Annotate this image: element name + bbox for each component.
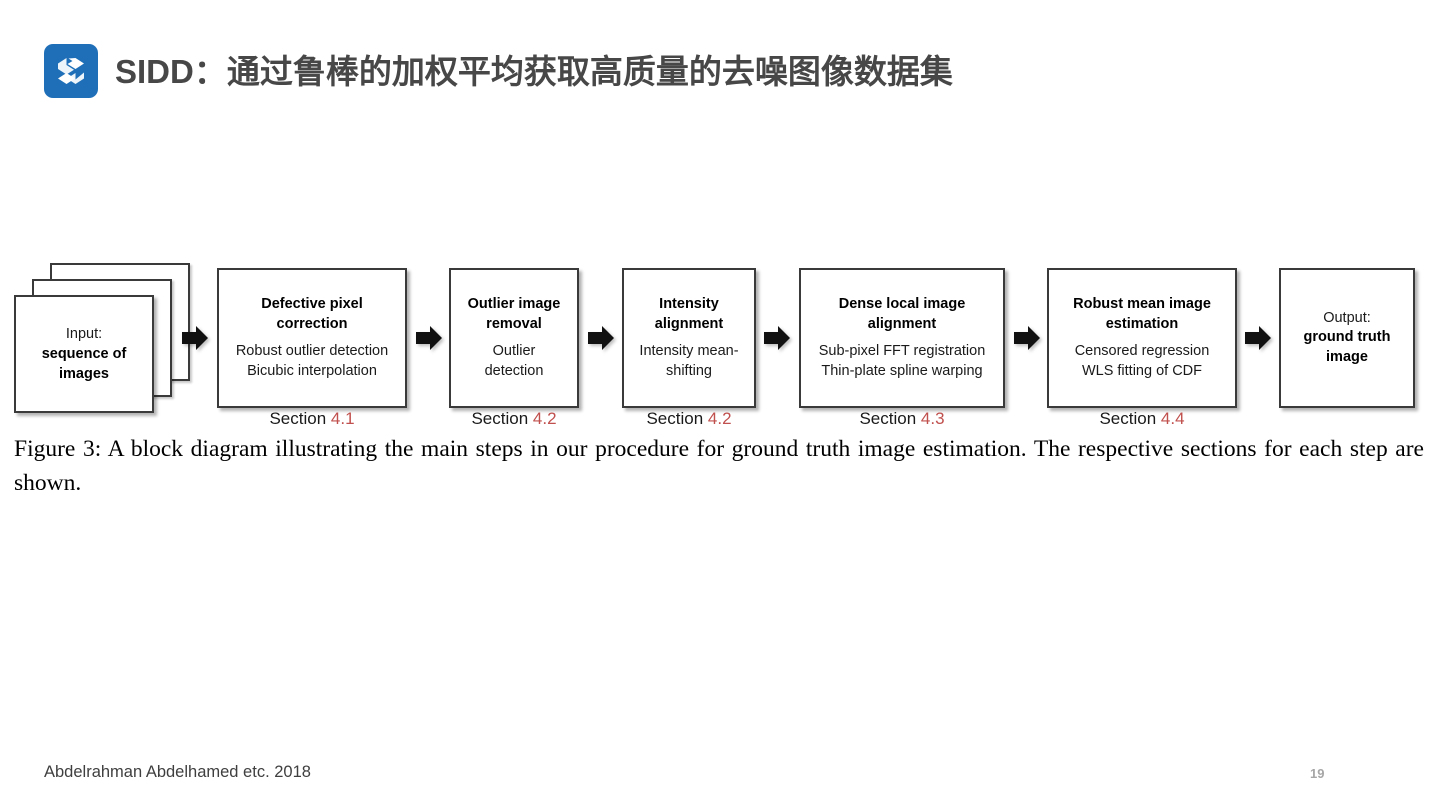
section-label-4: Section 4.3 (799, 409, 1005, 429)
process-sub-line2: shifting (666, 362, 712, 379)
right-block-arrow-icon-1 (180, 323, 210, 353)
process-sub-line1: Sub-pixel FFT registration (818, 343, 986, 359)
section-number: 4.4 (1160, 409, 1185, 428)
process-box-dense-local-image-alignment: Dense local image alignment Sub-pixel FF… (799, 268, 1005, 408)
section-number: 4.3 (920, 409, 945, 428)
process-box-title: Outlier image removal (468, 295, 561, 334)
section-word: Section (1099, 409, 1157, 428)
section-word: Section (471, 409, 529, 428)
process-box-subtitle: Outlier detection (485, 342, 544, 381)
input-image-stack: Input: sequence of images (14, 263, 194, 413)
process-title-line1: Defective pixel (261, 296, 363, 312)
process-title-line1: Intensity (659, 296, 719, 312)
section-number: 4.1 (330, 409, 355, 428)
process-title-line1: Outlier image (467, 296, 561, 312)
process-sub-line2: Thin-plate spline warping (821, 362, 983, 379)
section-number: 4.2 (532, 409, 557, 428)
right-block-arrow-icon-3 (586, 323, 616, 353)
section-label-5: Section 4.4 (1047, 409, 1237, 429)
process-box-subtitle: Sub-pixel FFT registration Thin-plate sp… (819, 342, 986, 381)
input-label-line2: sequence of (41, 346, 127, 362)
input-label-line1: Input: (65, 326, 103, 342)
process-title-line2: correction (276, 315, 348, 332)
footer-source-citation: Abdelrahman Abdelhamed etc. 2018 (44, 763, 311, 781)
process-box-subtitle: Intensity mean- shifting (639, 342, 738, 381)
process-title-line2: estimation (1105, 315, 1179, 332)
process-box-robust-mean-image-estimation: Robust mean image estimation Censored re… (1047, 268, 1237, 408)
process-box-intensity-alignment: Intensity alignment Intensity mean- shif… (622, 268, 756, 408)
section-label-2: Section 4.2 (449, 409, 579, 429)
output-label-line3: image (1326, 348, 1368, 365)
process-box-title: Intensity alignment (655, 295, 723, 334)
process-sub-line1: Robust outlier detection (235, 343, 389, 359)
process-box-defective-pixel-correction: Defective pixel correction Robust outlie… (217, 268, 407, 408)
slide-header: SIDD：通过鲁棒的加权平均获取高质量的去噪图像数据集 (0, 0, 1440, 130)
process-title-line2: alignment (867, 315, 937, 332)
right-block-arrow-icon-6 (1243, 323, 1273, 353)
process-box-title: Dense local image alignment (839, 295, 966, 334)
process-title-line1: Robust mean image (1073, 296, 1211, 312)
output-label-line2: ground truth (1303, 329, 1391, 346)
right-block-arrow-icon-4 (762, 323, 792, 353)
process-sub-line1: Censored regression (1074, 343, 1210, 359)
right-block-arrow-icon-5 (1012, 323, 1042, 353)
sidd-logo-icon (44, 44, 98, 98)
section-number: 4.2 (707, 409, 732, 428)
process-sub-line1: Outlier (492, 343, 536, 359)
figure-caption: Figure 3: A block diagram illustrating t… (14, 436, 1424, 496)
section-word: Section (646, 409, 704, 428)
section-label-3: Section 4.2 (622, 409, 756, 429)
page-title: SIDD：通过鲁棒的加权平均获取高质量的去噪图像数据集 (115, 53, 953, 90)
output-label-line1: Output: (1323, 309, 1371, 326)
process-sub-line2: Bicubic interpolation (247, 362, 377, 379)
process-box-subtitle: Censored regression WLS fitting of CDF (1075, 342, 1210, 381)
process-box-title: Defective pixel correction (261, 295, 363, 334)
section-word: Section (859, 409, 917, 428)
section-label-1: Section 4.1 (217, 409, 407, 429)
process-box-title: Robust mean image estimation (1073, 295, 1211, 334)
output-box-ground-truth-image: Output: ground truth image (1279, 268, 1415, 408)
input-label-line3: images (59, 366, 109, 382)
process-title-line2: alignment (654, 315, 724, 332)
section-word: Section (269, 409, 327, 428)
process-sub-line2: detection (484, 362, 544, 379)
process-sub-line1: Intensity mean- (639, 343, 739, 359)
page-number: 19 (1310, 766, 1325, 781)
process-title-line2: removal (486, 315, 542, 332)
process-box-subtitle: Robust outlier detection Bicubic interpo… (236, 342, 388, 381)
right-block-arrow-icon-2 (414, 323, 444, 353)
stack-sheet-front: Input: sequence of images (14, 295, 154, 413)
process-title-line1: Dense local image (838, 296, 966, 312)
process-sub-line2: WLS fitting of CDF (1081, 362, 1203, 379)
output-label-lines: ground truth image (1304, 328, 1391, 367)
process-box-outlier-image-removal: Outlier image removal Outlier detection (449, 268, 579, 408)
